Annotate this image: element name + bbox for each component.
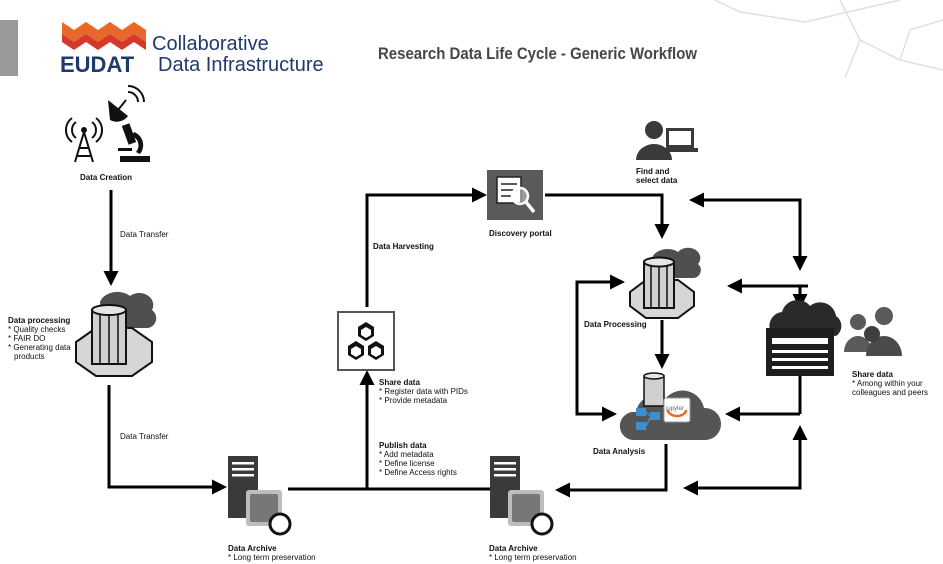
find-select-label: Find and select data: [636, 167, 677, 185]
left-edge-bar: [0, 20, 18, 76]
share-data-mid-item: * Register data with PIDs: [379, 387, 468, 396]
share-data-right-list: * Among within your colleagues and peers: [852, 379, 928, 397]
publish-data-title: Publish data: [379, 441, 427, 450]
data-archive-2-title: Data Archive: [489, 544, 538, 553]
person-laptop-icon: [636, 121, 698, 160]
background-decoration: [714, 0, 943, 79]
data-processing-title: Data processing: [8, 316, 71, 325]
data-archive-2-note: * Long term preservation: [489, 553, 577, 562]
data-creation-label: Data Creation: [80, 173, 133, 182]
share-data-right-title: Share data: [852, 370, 893, 379]
data-processing-right-label: Data Processing: [584, 320, 647, 329]
discovery-portal-icon: [487, 170, 543, 220]
people-group-icon: [844, 307, 902, 356]
publish-data-item: * Define Access rights: [379, 468, 457, 477]
jupyter-label: jupyter: [666, 406, 685, 412]
eudat-logo-icon: [62, 22, 146, 50]
logo-text-eudat: EUDAT: [60, 52, 135, 77]
share-data-right-item: * Among within your: [852, 379, 923, 388]
data-harvesting-label: Data Harvesting: [373, 242, 434, 251]
data-archive-1-title: Data Archive: [228, 544, 277, 553]
logo-text-data-infrastructure: Data Infrastructure: [158, 54, 324, 76]
processing-server-icon: [75, 291, 157, 377]
page-title: Research Data Life Cycle - Generic Workf…: [378, 44, 697, 63]
data-processing-item: * Quality checks: [8, 325, 66, 334]
data-processing-item: products: [14, 352, 45, 361]
share-station-icon: [766, 299, 842, 376]
satellite-dish-icon: [108, 85, 145, 122]
discovery-portal-label: Discovery portal: [489, 229, 552, 238]
share-data-cubes-icon: [337, 311, 395, 371]
data-analysis-label: Data Analysis: [593, 447, 646, 456]
share-data-mid-title: Share data: [379, 378, 420, 387]
data-transfer-label-1: Data Transfer: [120, 230, 169, 239]
share-data-mid-list: * Register data with PIDs * Provide meta…: [379, 387, 468, 405]
archive-server-icon-1: [228, 456, 292, 536]
find-select-line-2: select data: [636, 176, 678, 185]
archive-server-icon-2: [490, 456, 554, 536]
logo-text-collaborative: Collaborative: [152, 33, 269, 55]
publish-data-item: * Add metadata: [379, 450, 434, 459]
data-analysis-cloud-icon: [619, 372, 722, 440]
data-processing-item: * FAIR DO: [8, 334, 46, 343]
publish-data-list: * Add metadata * Define license * Define…: [379, 450, 457, 477]
find-select-line-1: Find and: [636, 167, 670, 176]
connectors: [103, 187, 808, 498]
data-processing-list: * Quality checks * FAIR DO * Generating …: [8, 325, 71, 361]
publish-data-item: * Define license: [379, 459, 435, 468]
data-transfer-label-2: Data Transfer: [120, 432, 169, 441]
microscope-icon: [118, 123, 150, 162]
antenna-tower-icon: [65, 117, 103, 163]
share-data-mid-item: * Provide metadata: [379, 396, 448, 405]
share-data-right-item: colleagues and peers: [852, 388, 929, 397]
data-processing-item: * Generating data: [8, 343, 71, 352]
processing-server-right-icon: [629, 247, 701, 319]
data-archive-1-note: * Long term preservation: [228, 553, 316, 562]
